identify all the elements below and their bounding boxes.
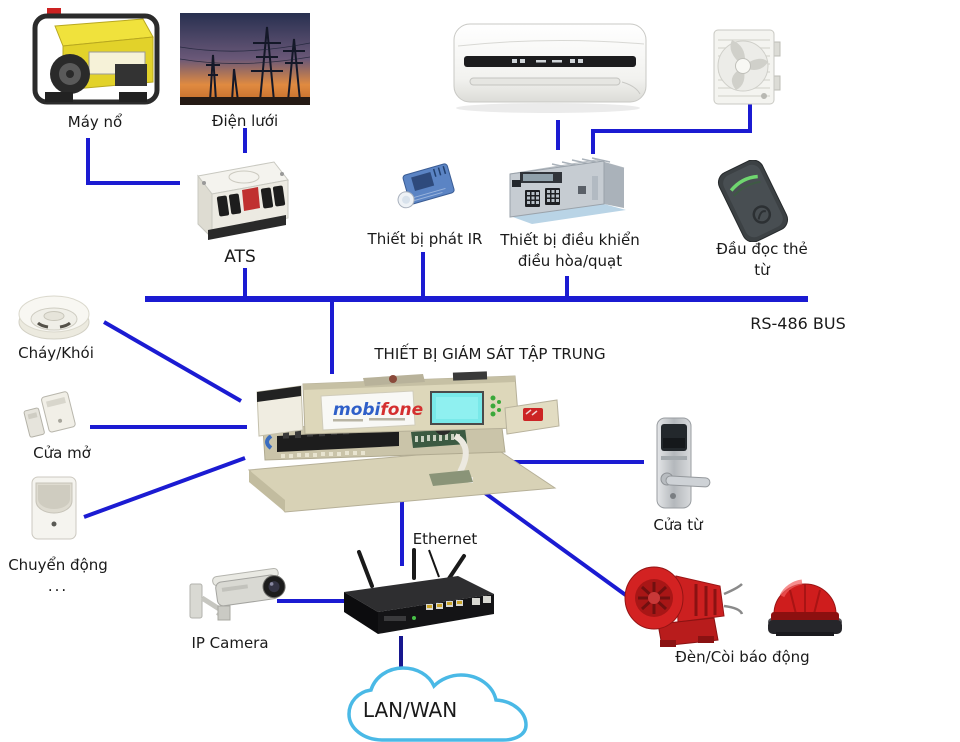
card-reader-label: Đầu đọc thẻ từ xyxy=(706,239,818,281)
ats-label: ATS xyxy=(224,247,256,267)
fan-image xyxy=(712,26,782,108)
rs486-bus-label: RS-486 BUS xyxy=(750,314,846,333)
ir-transmitter-label: Thiết bị phát IR xyxy=(367,230,483,248)
mobifone-logo: mobifone xyxy=(333,400,423,420)
ip-camera-label: IP Camera xyxy=(191,634,269,652)
alarm-light-image xyxy=(766,560,844,642)
door-contact-image xyxy=(22,388,86,438)
generator-image xyxy=(25,4,165,112)
hvac-controller-label-line1: Thiết bị điều khiển xyxy=(500,231,640,249)
door-lock-image xyxy=(646,416,712,512)
smoke-detector-label: Cháy/Khói xyxy=(18,344,94,362)
ethernet-label: Ethernet xyxy=(412,530,478,548)
wire-motion-central xyxy=(83,456,246,519)
generator-label: Máy nổ xyxy=(67,113,123,131)
wire-smoke-central xyxy=(103,320,242,403)
door-lock-label: Cửa từ xyxy=(653,516,703,534)
central-device-image: mobifone xyxy=(243,370,561,516)
hvac-controller-label-line2: điều hòa/quạt xyxy=(517,252,623,270)
power-grid-image xyxy=(180,13,310,105)
router-image xyxy=(326,548,498,640)
motion-sensor-ellipsis: ... xyxy=(47,577,69,595)
motion-sensor-label: Chuyển động xyxy=(8,556,108,574)
smoke-detector-image xyxy=(16,292,92,342)
central-device-title: THIẾT BỊ GIÁM SÁT TẬP TRUNG xyxy=(374,345,606,363)
hvac-controller-image xyxy=(500,150,628,230)
lan-wan-cloud xyxy=(333,664,545,742)
siren-image xyxy=(620,556,745,652)
card-reader-image xyxy=(714,160,792,242)
ir-transmitter-image xyxy=(388,156,462,216)
lan-wan-label: LAN/WAN xyxy=(362,698,458,722)
ats-image xyxy=(186,150,293,248)
door-contact-label: Cửa mở xyxy=(33,444,91,462)
ip-camera-image xyxy=(188,560,292,632)
wire-generator-ats xyxy=(86,138,180,185)
power-grid-label: Điện lưới xyxy=(211,112,279,130)
card-reader-label-line1: Đầu đọc thẻ xyxy=(716,240,808,258)
air-conditioner-image xyxy=(452,12,650,116)
card-reader-label-line2: từ xyxy=(754,261,770,279)
alarm-label: Đèn/Còi báo động xyxy=(675,648,810,666)
motion-sensor-image xyxy=(26,474,82,544)
hvac-controller-label: Thiết bị điều khiển điều hòa/quạt xyxy=(490,230,650,272)
